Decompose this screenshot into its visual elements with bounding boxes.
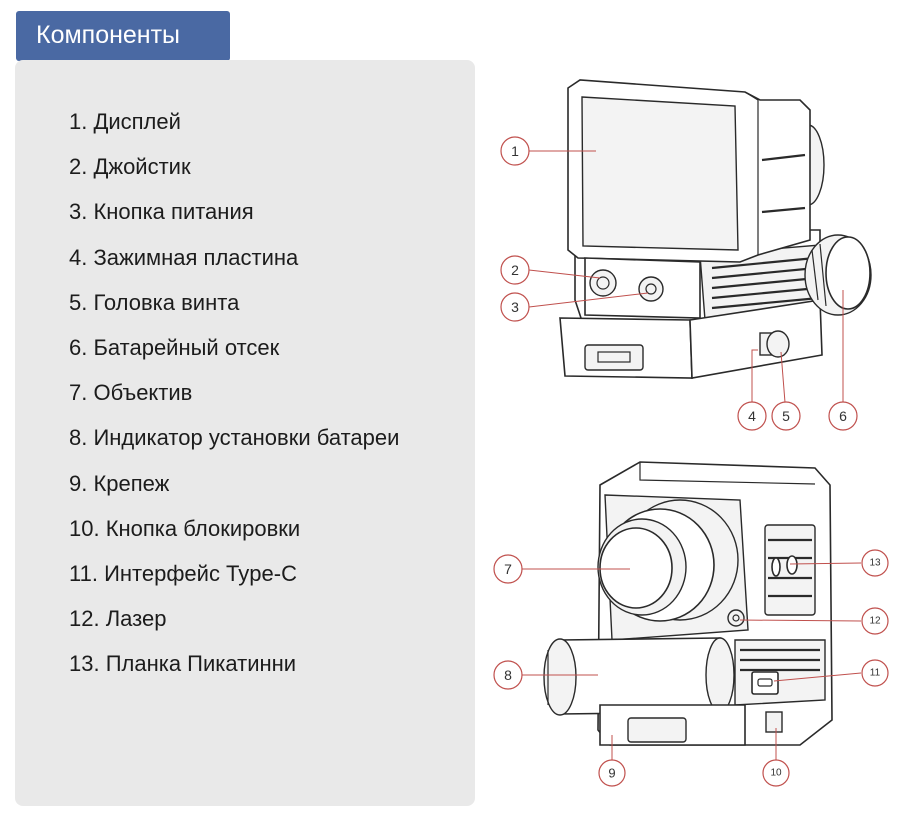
svg-text:7: 7 (504, 561, 512, 577)
svg-text:8: 8 (504, 667, 512, 683)
list-item: 3. Кнопка питания (69, 199, 254, 225)
list-item: 4. Зажимная пластина (69, 244, 299, 270)
svg-text:9: 9 (608, 766, 615, 781)
power-button-icon (638, 276, 664, 302)
device-front-view (543, 461, 833, 746)
section-title: Компоненты (16, 11, 230, 61)
callout-10: 10 (762, 759, 790, 787)
list-item: 13. Планка Пикатинни (69, 651, 297, 677)
picatinny-rail (764, 524, 816, 616)
list-item: 2. Джойстик (69, 154, 191, 180)
battery-knob (804, 234, 872, 316)
callout-4: 4 (737, 401, 767, 431)
callout-12: 12 (861, 607, 889, 635)
callout-2: 2 (500, 255, 530, 285)
lens-icon (597, 499, 739, 622)
clamp-plate (584, 344, 644, 371)
svg-text:1: 1 (511, 143, 519, 159)
device-diagram: .dev { fill: #ffffff; stroke: #2a2a2a; s… (493, 79, 889, 787)
list-item: 5. Головка винта (69, 289, 240, 315)
joystick-icon (589, 269, 617, 297)
display-screen (581, 96, 739, 251)
laser-icon (727, 609, 745, 627)
battery-tube (543, 637, 735, 716)
list-item: 12. Лазер (69, 606, 167, 632)
svg-text:5: 5 (782, 408, 790, 424)
callout-3: 3 (500, 292, 530, 322)
components-panel (15, 60, 475, 806)
list-item: 6. Батарейный отсек (69, 334, 280, 360)
callout-1: 1 (500, 136, 530, 166)
leader-lines (521, 150, 862, 772)
callout-9: 9 (598, 759, 626, 787)
list-item: 8. Индикатор установки батареи (69, 425, 400, 451)
svg-text:12: 12 (869, 616, 881, 627)
svg-text:3: 3 (511, 299, 519, 315)
svg-text:13: 13 (869, 558, 881, 569)
svg-text:11: 11 (870, 668, 881, 679)
svg-text:6: 6 (839, 408, 847, 424)
lock-button-icon (765, 711, 783, 733)
list-item: 11. Интерфейс Type-C (69, 560, 297, 586)
svg-text:4: 4 (748, 408, 756, 424)
type-c-port-icon (751, 671, 779, 695)
list-item: 1. Дисплей (69, 109, 181, 134)
list-item: 9. Крепеж (69, 470, 170, 496)
callout-13: 13 (861, 549, 889, 577)
svg-text:2: 2 (511, 262, 519, 278)
svg-text:10: 10 (770, 768, 782, 779)
callout-11: 11 (861, 659, 889, 687)
callout-markers: 1 2 3 4 5 6 7 8 9 10 11 12 13 (493, 136, 889, 787)
list-item: 7. Объектив (69, 380, 193, 406)
callout-6: 6 (828, 401, 858, 431)
vent-grille (711, 256, 820, 310)
callout-5: 5 (771, 401, 801, 431)
callout-7: 7 (493, 554, 523, 584)
list-item: 10. Кнопка блокировки (69, 515, 301, 541)
callout-8: 8 (493, 660, 523, 690)
device-rear-view (559, 79, 872, 379)
components-list: 1. Дисплей 2. Джойстик 3. Кнопка питания… (69, 107, 399, 694)
